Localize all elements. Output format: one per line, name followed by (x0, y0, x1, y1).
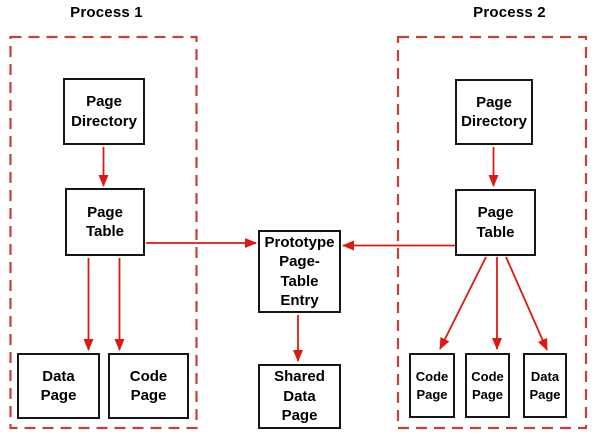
process1-boundary (9, 35, 198, 430)
node-label-shared-data-page: Shared Data Page (274, 368, 325, 425)
node-p1-data-page: Data Page (17, 353, 100, 419)
node-label-p1-code-page: Code Page (129, 367, 168, 405)
process2-boundary (396, 35, 588, 430)
node-p2-code-page-1: Code Page (409, 353, 455, 418)
node-label-p1-page-table: Page Table (85, 203, 125, 241)
node-label-p2-code-page-1: Code Page (415, 368, 449, 402)
process1-label: Process 1 (70, 4, 143, 21)
node-label-p1-data-page: Data Page (40, 367, 77, 405)
node-label-prototype-page-table-entry: Prototype Page- Table Entry (264, 233, 335, 310)
process2-label: Process 2 (473, 4, 546, 21)
node-label-p1-page-directory: Page Directory (71, 93, 137, 130)
node-label-p2-code-page-2: Code Page (471, 368, 504, 402)
node-p1-page-directory: Page Directory (63, 78, 145, 145)
node-prototype-page-table-entry: Prototype Page- Table Entry (258, 230, 341, 313)
node-p1-code-page: Code Page (108, 353, 189, 419)
node-p2-page-directory: Page Directory (455, 79, 533, 145)
arrow-p2-pagetable-to-datapage (505, 256, 548, 351)
node-p2-data-page: Data Page (523, 353, 567, 418)
node-shared-data-page: Shared Data Page (258, 364, 341, 429)
node-label-p2-page-table: Page Table (476, 204, 515, 241)
node-p2-code-page-2: Code Page (465, 353, 510, 418)
node-label-p2-page-directory: Page Directory (461, 93, 527, 131)
arrow-p2-pagetable-to-codepage1 (439, 256, 487, 350)
node-label-p2-data-page: Data Page (529, 368, 561, 402)
node-p2-page-table: Page Table (455, 189, 536, 256)
node-p1-page-table: Page Table (65, 188, 145, 256)
